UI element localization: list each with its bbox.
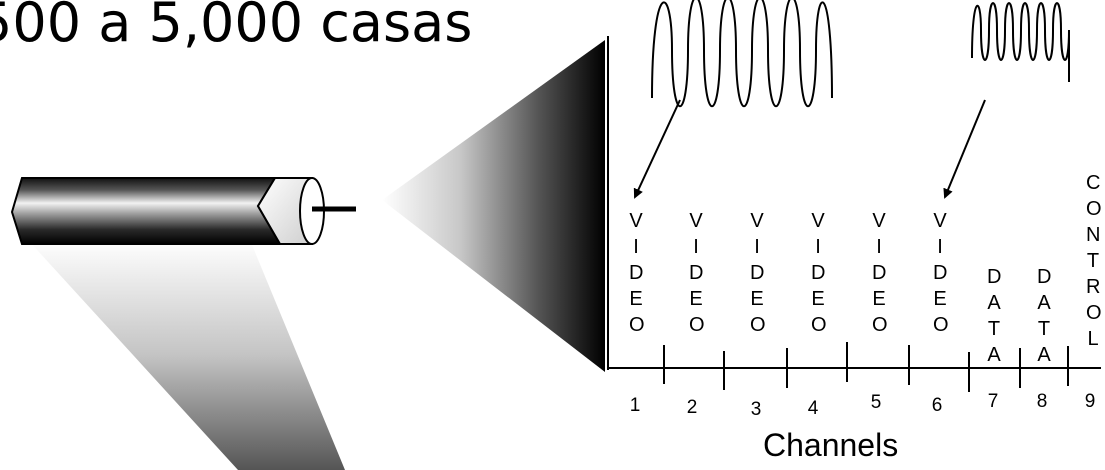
channel-label: VIDEO xyxy=(689,210,705,336)
channel-label: VIDEO xyxy=(811,210,827,336)
coax-dielectric xyxy=(256,177,313,245)
low-frequency-waveform xyxy=(651,0,833,107)
channel-number: 1 xyxy=(629,395,641,416)
spectrum-beam xyxy=(382,40,605,372)
channel-number: 5 xyxy=(870,392,882,413)
channel-label: VIDEO xyxy=(872,210,888,336)
page-title: 500 a 5,000 casas xyxy=(0,0,473,54)
channel-number: 4 xyxy=(807,398,819,419)
channel-label: VIDEO xyxy=(933,210,949,336)
channel-label: CONTROL xyxy=(1086,172,1102,350)
channel-ticks xyxy=(663,342,1069,392)
channel-number: 7 xyxy=(987,391,999,412)
channel-number: 9 xyxy=(1084,391,1096,412)
cable-shadow-beam xyxy=(28,240,345,470)
high-frequency-waveform xyxy=(971,2,1070,82)
arrow-to-channel-6 xyxy=(943,99,986,199)
channel-label: DATA xyxy=(1037,266,1052,366)
channel-label: VIDEO xyxy=(629,210,645,336)
channel-number: 3 xyxy=(750,399,762,420)
channel-number: 8 xyxy=(1036,391,1048,412)
channel-number: 2 xyxy=(686,397,698,418)
channel-label: DATA xyxy=(987,266,1002,366)
axis-title: Channels xyxy=(763,427,899,463)
coax-cable-body xyxy=(10,177,282,245)
channel-label: VIDEO xyxy=(750,210,766,336)
arrow-to-channel-1 xyxy=(633,99,681,199)
channel-number: 6 xyxy=(931,395,943,416)
